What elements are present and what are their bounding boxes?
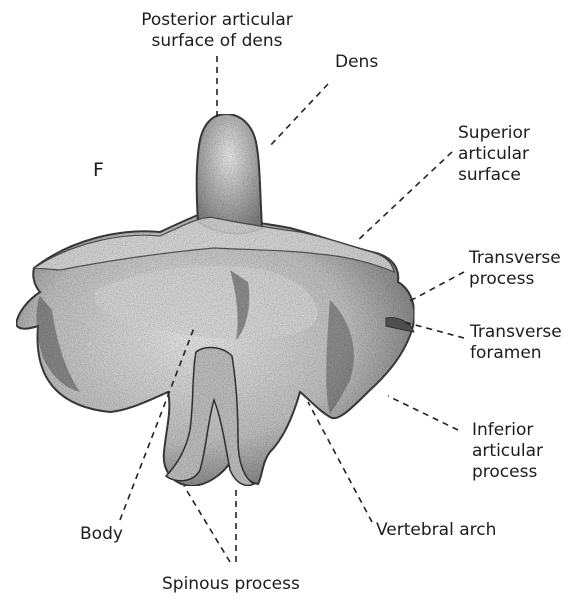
- label-vertebral-arch: Vertebral arch: [376, 520, 496, 541]
- label-transverse-foramen: Transverse foramen: [470, 322, 562, 364]
- leader-inferior-articular-process: [388, 396, 458, 430]
- figure-letter: F: [93, 160, 104, 181]
- label-transverse-process: Transverse process: [469, 248, 561, 290]
- label-posterior-articular-surface: Posterior articular surface of dens: [132, 10, 302, 52]
- label-inferior-articular-process: Inferior articular process: [472, 420, 543, 483]
- label-superior-articular-surface: Superior articular surface: [458, 123, 530, 186]
- vertebra-body-shape: [16, 114, 414, 486]
- label-dens: Dens: [335, 52, 378, 73]
- leader-vertebral-arch: [308, 402, 372, 522]
- leader-dens: [268, 84, 328, 148]
- leader-superior-articular-surface: [356, 152, 452, 242]
- label-body: Body: [80, 524, 123, 545]
- label-spinous-process: Spinous process: [162, 574, 300, 595]
- leader-transverse-process: [408, 272, 464, 302]
- leader-spinous-process-left: [184, 486, 230, 562]
